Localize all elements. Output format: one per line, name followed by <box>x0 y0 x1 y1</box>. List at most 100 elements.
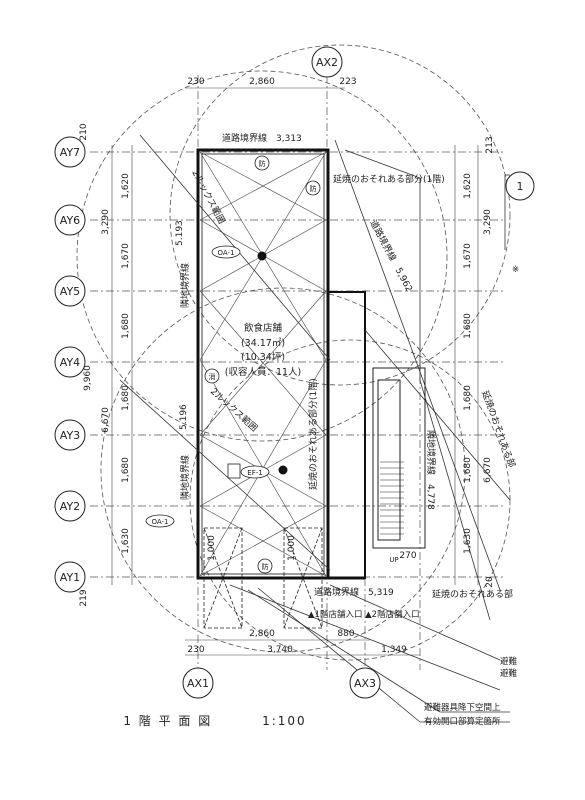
dim-right-upper: 3,290 <box>483 209 493 235</box>
dim-bottom-span-2: 880 <box>337 629 354 639</box>
fire-detector-label: 防 <box>259 159 266 168</box>
dim-right-row-5: 1,680 <box>463 457 473 483</box>
neighbor-boundary-right: 隣地境界線 4,778 <box>425 430 437 510</box>
dim-left-row-3: 1,680 <box>121 313 131 339</box>
oa-vent-icon <box>211 245 241 259</box>
dim-bottom-offset-right: 20 <box>485 576 495 588</box>
fire-detector-label: 防 <box>262 562 269 571</box>
stair-treads <box>380 461 404 535</box>
opening-box-right <box>283 527 323 629</box>
sprinkler-range-upper: 2ルックス範囲 <box>189 168 228 226</box>
dim-opening-1: 1,000 <box>207 535 217 561</box>
dim-stair-gap: 270 <box>399 551 416 561</box>
light-fixture-icon <box>257 251 267 261</box>
light-fixture-icon <box>278 465 288 475</box>
grid-bubbles-bottom <box>182 667 381 699</box>
oa-vent-icon <box>145 514 175 528</box>
note-evacuation-2: 避難 <box>500 668 518 679</box>
dim-right-row-4: 1,680 <box>463 385 473 411</box>
dim-left-upper: 3,290 <box>101 209 111 235</box>
grid-bubble-top <box>311 46 343 78</box>
dim-right-row-3: 1,680 <box>463 313 473 339</box>
escape-openings <box>203 527 323 629</box>
dim-top-offset-left: 210 <box>79 123 89 140</box>
neighbor-boundary-left-upper: 隣地境界線 <box>179 263 191 308</box>
grid-label-right: 1 <box>517 180 524 193</box>
dim-top-right-gap: 223 <box>339 77 356 87</box>
fire-spread-middle: 延焼のおそれある部分(1階) <box>307 378 319 490</box>
drawing-caption: 1 階 平 面 図 1:100 <box>0 712 430 729</box>
note-evacuation-1: 避難 <box>500 656 518 667</box>
oa-label-upper: OA-1 <box>217 249 234 257</box>
range-circle-right-upper <box>169 44 511 386</box>
road-boundary-bottom: 道路境界線 5,319 <box>314 586 394 598</box>
right-edge-mark: ※ <box>512 265 519 275</box>
note-descent-space: 避難器具降下空間上 <box>424 702 501 713</box>
room-tsubo: (10.34坪) <box>241 351 285 363</box>
dim-top-left-gap: 230 <box>187 77 204 87</box>
road-boundary-right: 道路境界線 5,962 <box>367 218 415 294</box>
room-name: 飲食店舗 <box>244 322 283 334</box>
grid-label-ay3: AY3 <box>60 429 80 442</box>
dim-diag-upper: 5.193 <box>175 220 185 246</box>
dim-right-row-1: 1,620 <box>463 173 473 199</box>
staircase <box>372 367 426 549</box>
dim-left-row-1: 1,620 <box>121 173 131 199</box>
dim-right-row-2: 1,670 <box>463 243 473 269</box>
opening-box-left <box>203 527 243 629</box>
dim-bottom-total: 3,740 <box>267 645 293 655</box>
drawing-scale: 1:100 <box>262 714 307 728</box>
dim-right-row-6: 1,630 <box>463 528 473 554</box>
room-capacity: (収容人員：11人) <box>225 366 302 378</box>
stair-inner <box>377 379 401 541</box>
drawing-title: 1 階 平 面 図 <box>123 714 213 728</box>
entrance-label: ▲1階店舗入口 ▲2階店舗入口 <box>308 609 420 620</box>
dim-left-row-2: 1,670 <box>121 243 131 269</box>
dim-bottom-gap: 230 <box>187 645 204 655</box>
dim-left-total: 9,960 <box>83 365 93 391</box>
dim-left-row-6: 1,630 <box>121 528 131 554</box>
stair-outer <box>372 367 426 549</box>
dim-left-row-5: 1,680 <box>121 457 131 483</box>
dim-left-row-4: 1,680 <box>121 385 131 411</box>
oa-label-lower: OA-1 <box>151 518 168 526</box>
grid-label-ay5: AY5 <box>60 285 80 298</box>
range-circle-upper <box>76 70 448 442</box>
room-area: (34.17㎡) <box>241 338 285 349</box>
grid-label-ay4: AY4 <box>60 356 80 369</box>
dim-bottom-span-1: 2,860 <box>249 629 275 639</box>
dim-left-lower: 6,670 <box>101 407 111 433</box>
dim-right-lower: 6,670 <box>483 457 493 483</box>
grid-bubble-right <box>505 171 535 201</box>
sprinkler-range-lower: 2ルックス範囲 <box>208 385 260 434</box>
grid-label-ax3: AX3 <box>354 677 376 690</box>
grid-label-ax2: AX2 <box>316 56 338 69</box>
dim-diag-lower: 5.196 <box>179 404 189 430</box>
fire-spread-top: 延焼のおそれある部分(1階) <box>333 173 445 185</box>
fire-detector-icon <box>254 155 270 171</box>
dim-bottom-right: 1,349 <box>381 645 407 655</box>
road-boundary-top: 道路境界線 3,313 <box>222 132 302 144</box>
range-circle-lower <box>100 287 466 653</box>
light-fixtures <box>257 251 288 475</box>
grid-label-ay6: AY6 <box>60 214 80 227</box>
grid-bubbles-left <box>54 136 86 593</box>
dim-top-span: 2,860 <box>249 77 275 87</box>
fire-spread-bottom: 延焼のおそれある部 <box>432 588 513 600</box>
grid-label-ay2: AY2 <box>60 500 80 513</box>
dimension-extensions <box>111 87 479 656</box>
equipment-symbols <box>145 155 321 574</box>
ef-label: EF-1 <box>247 469 262 477</box>
extinguisher-label: 消 <box>209 372 216 381</box>
right-edge-frame <box>504 174 510 250</box>
neighbor-boundary-left-lower: 隣地境界線 <box>179 455 191 500</box>
ef-fan-icon <box>240 465 270 479</box>
fire-detector-label: 防 <box>310 184 317 193</box>
dim-opening-2: 1,000 <box>287 535 297 561</box>
grid-label-ay1: AY1 <box>60 571 80 584</box>
note-opening-calc: 有効開口部算定箇所 <box>424 716 501 727</box>
long-diagonals <box>119 134 511 723</box>
dim-bottom-offset-left: 219 <box>79 589 89 606</box>
dim-top-offset-right: 213 <box>485 136 495 153</box>
